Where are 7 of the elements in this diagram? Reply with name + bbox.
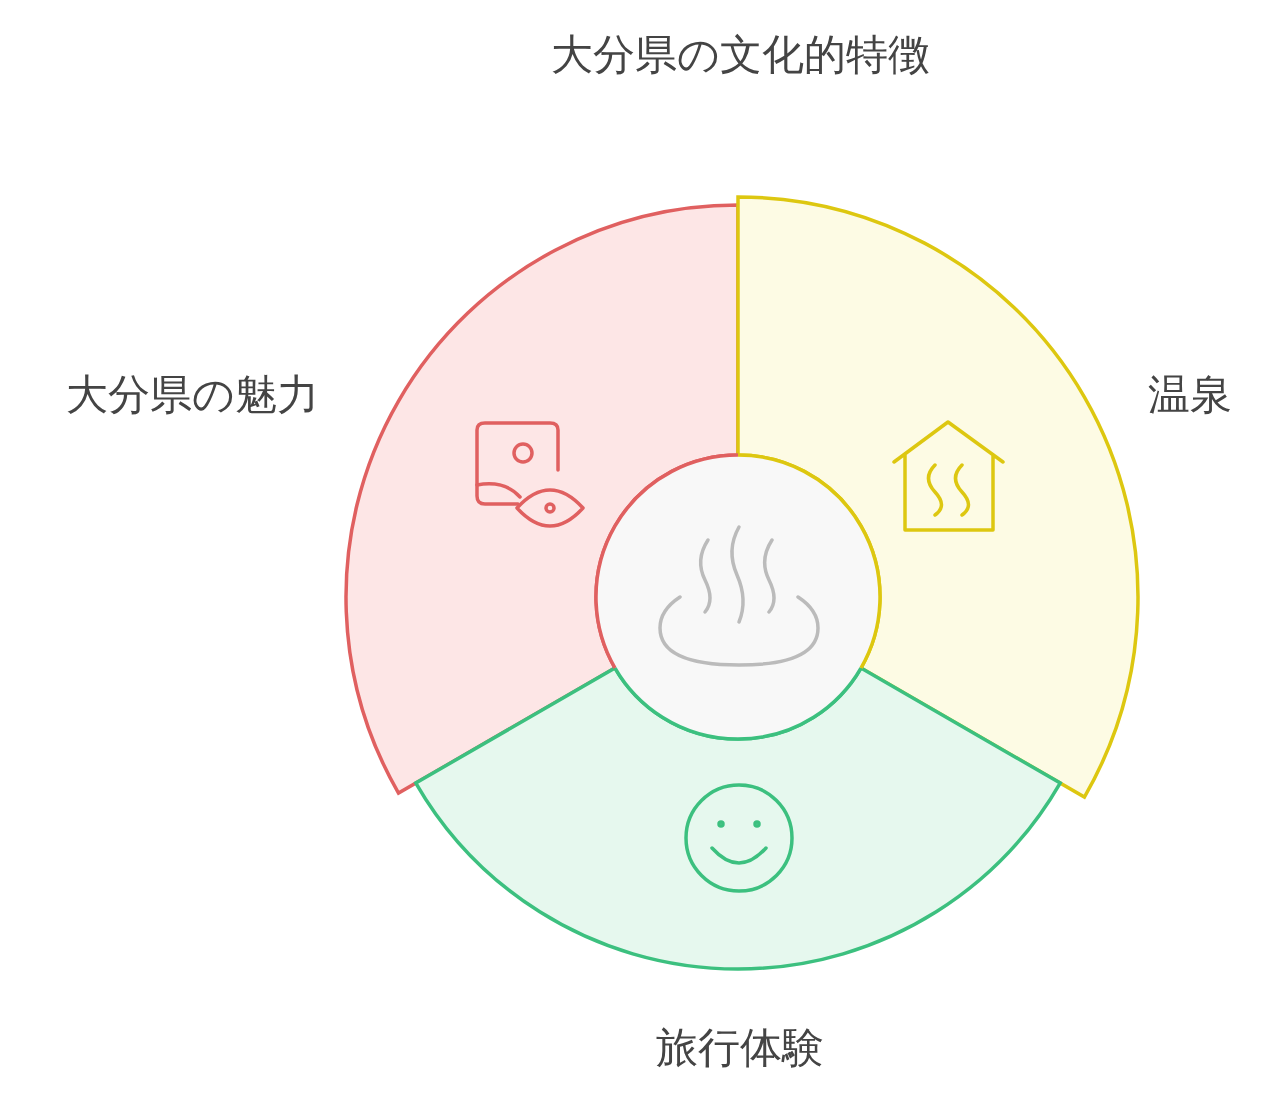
pie-sector [736,195,1140,799]
sector-label: 温泉 [1148,369,1232,421]
center-circle [594,453,882,741]
sector-label: 旅行体験 [656,1022,824,1074]
sector-label: 大分県の魅力 [65,369,319,421]
pie-sector [414,666,1062,971]
diagram-title: 大分県の文化的特徴 [550,29,930,81]
